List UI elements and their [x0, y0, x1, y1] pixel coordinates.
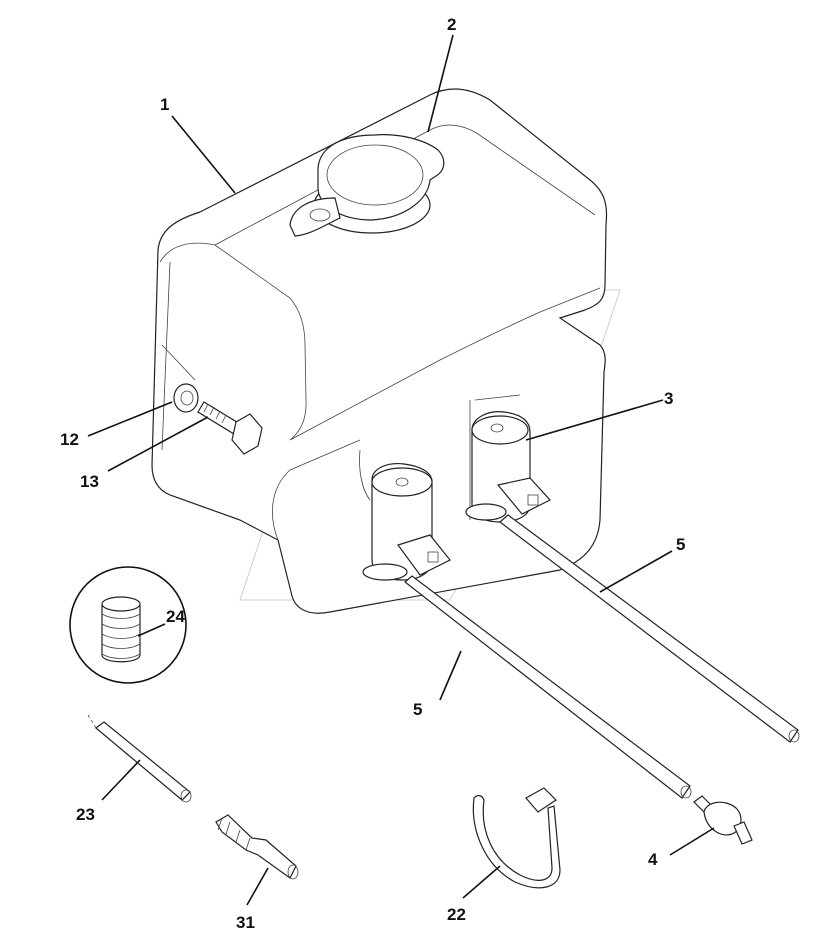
washer-pump-front: [359, 449, 451, 581]
cable-tie: [472, 787, 561, 889]
callout-24: 24: [166, 607, 185, 626]
check-valve: [693, 795, 753, 845]
callout-1: 1: [160, 95, 169, 114]
hose-front: [404, 575, 692, 799]
callout-22: 22: [447, 905, 466, 924]
leader-lines: [87, 34, 715, 906]
callout-labels: 1 2 3 5 5 12 13 24 23 31 22 4: [60, 15, 685, 932]
hose-rear: [499, 514, 800, 743]
hose-connector: [215, 814, 299, 880]
callout-23: 23: [76, 805, 95, 824]
callout-12: 12: [60, 430, 79, 449]
hose-section: [87, 714, 192, 803]
callout-5-rear: 5: [676, 535, 685, 554]
callout-5-front: 5: [413, 700, 422, 719]
callout-13: 13: [80, 472, 99, 491]
callout-31: 31: [236, 913, 255, 932]
callout-3: 3: [664, 389, 673, 408]
mounting-bolt: [197, 401, 263, 455]
filler-cap: [289, 134, 445, 237]
callout-2: 2: [447, 15, 456, 34]
callout-4: 4: [648, 850, 658, 869]
spring-sleeve: [101, 596, 141, 663]
washer-pump-rear: [465, 411, 551, 523]
sealing-washer: [173, 383, 199, 413]
